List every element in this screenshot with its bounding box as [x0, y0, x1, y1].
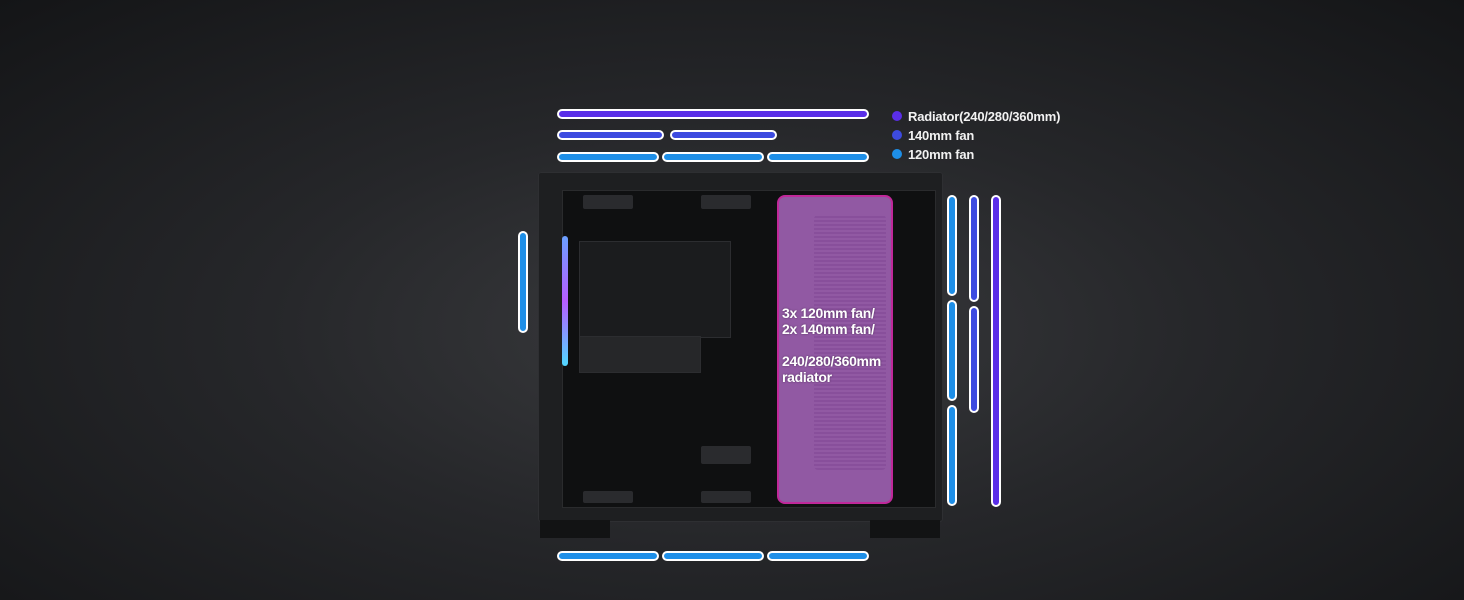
side-140mm-fan-bar	[969, 306, 979, 413]
side-mount-label: 3x 120mm fan/ 2x 140mm fan/ 240/280/360m…	[782, 305, 881, 385]
bottom-vent-slot	[583, 491, 633, 503]
top-140mm-fan-bar	[670, 130, 777, 140]
side-mount-line: 240/280/360mm	[782, 353, 881, 369]
top-120mm-fan-bar	[662, 152, 764, 162]
case-foot	[870, 520, 940, 538]
top-140mm-fan-bar	[557, 130, 664, 140]
legend-item-120mm-fan: 120mm fan	[892, 145, 1060, 163]
bottom-120mm-fan-bar	[662, 551, 764, 561]
case-foot	[540, 520, 610, 538]
front-rgb-fan-glow	[562, 236, 568, 366]
bottom-vent-slot	[701, 491, 751, 503]
side-120mm-fan-bar	[947, 405, 957, 506]
side-mount-line: 3x 120mm fan/	[782, 305, 875, 321]
radiator-dot-icon	[892, 111, 902, 121]
top-120mm-fan-bar	[557, 152, 659, 162]
legend-label: 140mm fan	[908, 127, 975, 143]
motherboard-tray	[579, 241, 731, 338]
side-mount-line: 2x 140mm fan/	[782, 321, 875, 337]
fan-140-dot-icon	[892, 130, 902, 140]
side-140mm-fan-bar	[969, 195, 979, 302]
side-mesh-panel	[814, 215, 886, 470]
front-120mm-fan-bar	[518, 231, 528, 333]
top-vent-slot	[583, 195, 633, 209]
top-vent-slot	[701, 195, 751, 209]
mount-legend: Radiator(240/280/360mm) 140mm fan 120mm …	[892, 107, 1060, 164]
side-radiator-bar	[991, 195, 1001, 507]
side-120mm-fan-bar	[947, 195, 957, 296]
legend-item-radiator: Radiator(240/280/360mm)	[892, 107, 1060, 125]
bottom-120mm-fan-bar	[767, 551, 869, 561]
bottom-120mm-fan-bar	[557, 551, 659, 561]
cable-cutout	[701, 446, 751, 464]
top-radiator-bar	[557, 109, 869, 119]
legend-item-140mm-fan: 140mm fan	[892, 126, 1060, 144]
side-120mm-fan-bar	[947, 300, 957, 401]
fan-120-dot-icon	[892, 149, 902, 159]
top-120mm-fan-bar	[767, 152, 869, 162]
psu-vent	[579, 336, 701, 373]
legend-label: 120mm fan	[908, 146, 975, 162]
legend-label: Radiator(240/280/360mm)	[908, 108, 1061, 124]
side-mount-line: radiator	[782, 369, 832, 385]
side-mount-highlight	[777, 195, 893, 504]
